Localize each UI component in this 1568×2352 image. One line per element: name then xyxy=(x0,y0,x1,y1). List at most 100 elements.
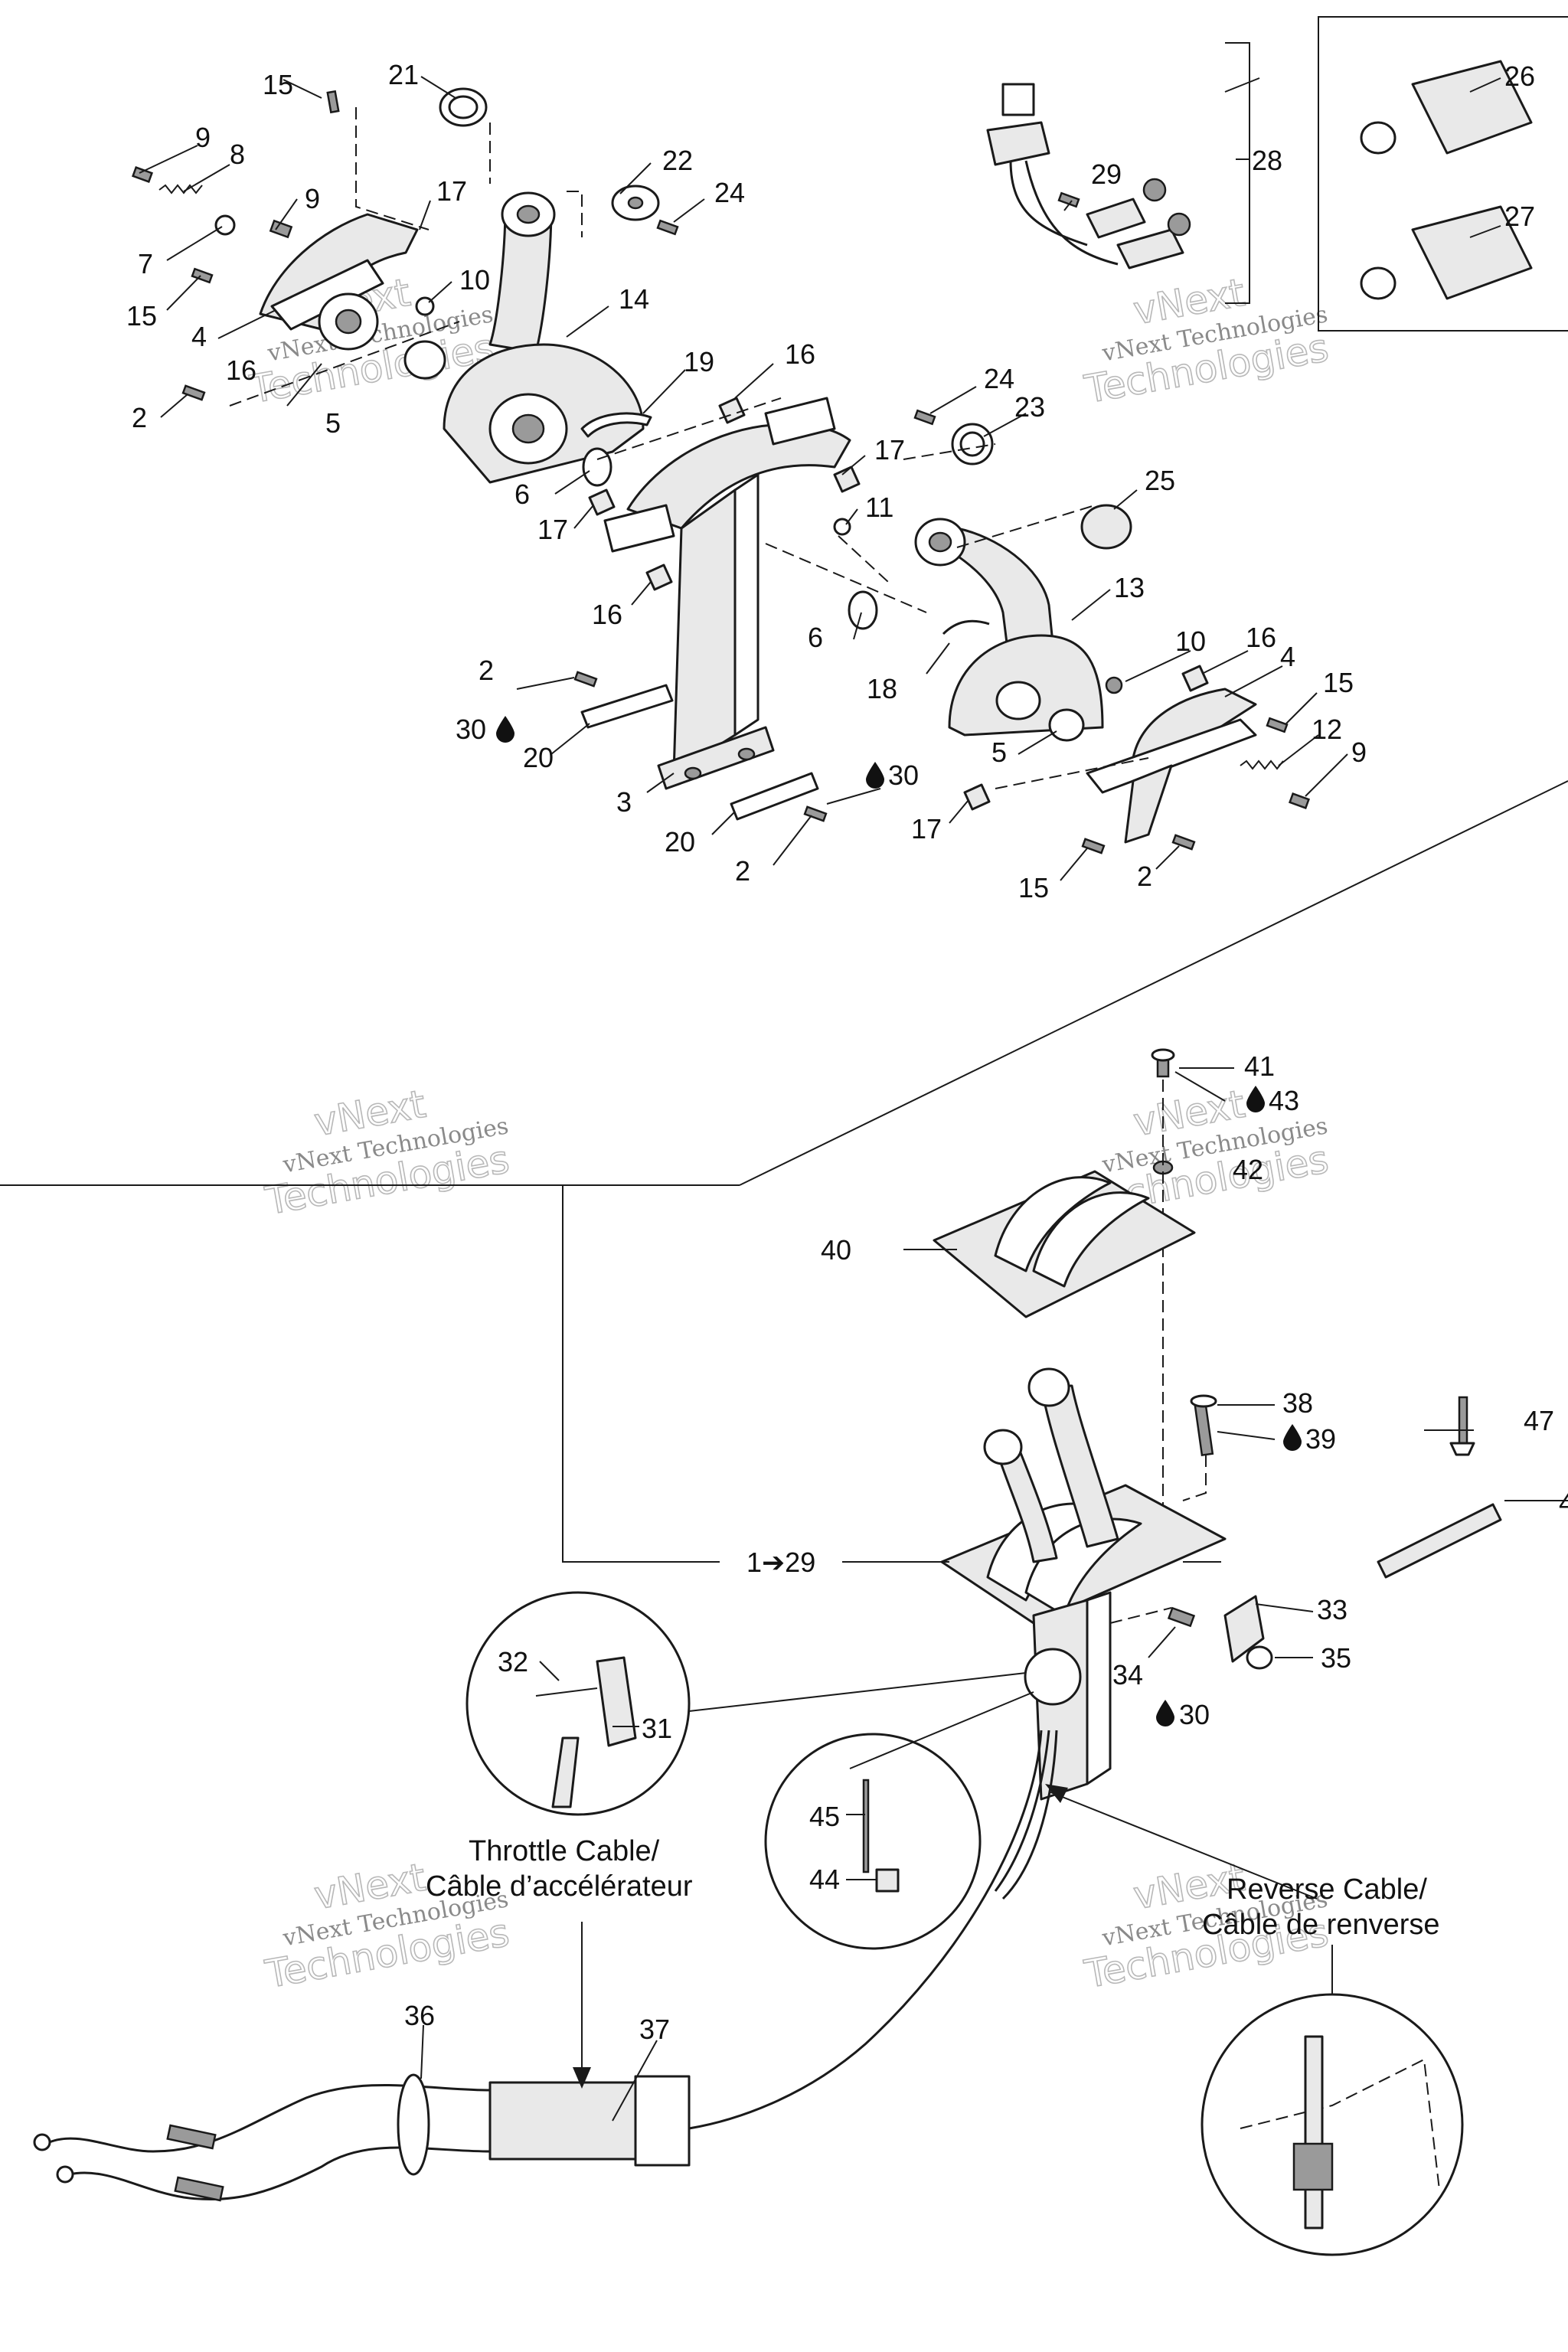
callout-4: 4 xyxy=(191,321,207,352)
callout-17: 17 xyxy=(537,514,568,545)
oil-drop-icon xyxy=(866,762,884,789)
pin-11 xyxy=(833,518,851,536)
callout-9: 9 xyxy=(1351,737,1367,768)
callout-10: 10 xyxy=(1175,626,1206,657)
lower-assembly-view xyxy=(33,1048,1502,2256)
callout-10: 10 xyxy=(459,264,490,296)
screw-9 xyxy=(132,165,153,184)
callout-32: 32 xyxy=(498,1646,528,1677)
callout-46-partial: 4 xyxy=(1559,1487,1568,1518)
spring-12 xyxy=(1240,760,1284,770)
spring-8 xyxy=(158,184,203,194)
bushing-5-right xyxy=(1048,708,1085,742)
callout-16: 16 xyxy=(592,599,622,630)
callout-3: 3 xyxy=(616,786,632,818)
clip-18 xyxy=(942,619,990,635)
throttle-cable-label-en: Throttle Cable/ xyxy=(469,1835,660,1867)
reverse-cable-run xyxy=(688,1730,1043,2130)
clip-17-right xyxy=(833,466,861,493)
callout-28: 28 xyxy=(1252,145,1282,176)
plug-26 xyxy=(1360,121,1396,155)
screw-24-top xyxy=(656,219,679,236)
cotter-pin-32 xyxy=(535,1687,598,1697)
switch-knob xyxy=(1001,83,1035,116)
cover-dome-b xyxy=(1032,1191,1150,1288)
housing-column-side xyxy=(733,473,760,737)
callout-16: 16 xyxy=(226,354,256,386)
cap-25 xyxy=(1080,504,1132,550)
callout-35: 35 xyxy=(1321,1642,1351,1674)
callout-5: 5 xyxy=(991,737,1007,768)
callout-16: 16 xyxy=(1246,622,1276,653)
screw-9b xyxy=(269,219,293,239)
clip-17-bottom xyxy=(963,783,991,811)
oil-drop-icon xyxy=(1156,1700,1174,1726)
clip-16-top xyxy=(718,397,746,424)
nut-35 xyxy=(1246,1645,1273,1670)
callout-45: 45 xyxy=(809,1801,840,1832)
cable-boot-37 xyxy=(488,2081,637,2161)
plate-20-left xyxy=(580,684,674,729)
arrow-down-icon xyxy=(573,2067,591,2089)
connector-26 xyxy=(1411,60,1533,155)
callout-9: 9 xyxy=(195,122,211,153)
upper-leader-lines xyxy=(139,76,1501,881)
screw-38 xyxy=(1193,1399,1214,1457)
callout-24: 24 xyxy=(714,177,745,208)
screw-24-right xyxy=(913,409,936,426)
bracket-1-29 xyxy=(562,1185,720,1563)
callout-2: 2 xyxy=(132,402,147,433)
housing-right-tab xyxy=(764,397,836,446)
arrow-left-icon xyxy=(1045,1784,1068,1803)
clip-16-mid xyxy=(645,564,673,591)
screw-15-bottom xyxy=(1081,838,1106,854)
callout-5: 5 xyxy=(325,407,341,439)
cable-clamp-36 xyxy=(397,2073,430,2176)
callout-6: 6 xyxy=(808,622,823,653)
callout-15: 15 xyxy=(1018,872,1049,903)
control-lever-b xyxy=(994,1446,1058,1563)
clip-bracket-31 xyxy=(596,1656,637,1747)
callout-33: 33 xyxy=(1317,1594,1348,1625)
callout-13: 13 xyxy=(1114,572,1145,603)
arm-46 xyxy=(1377,1503,1502,1579)
callout-47: 47 xyxy=(1524,1405,1554,1436)
housing-left-tab xyxy=(603,504,675,553)
throttle-cable-run-2 xyxy=(1001,1730,1058,1900)
callout-30-left: 30 xyxy=(456,714,514,745)
reverse-cable-label-fr: Câble de renverse xyxy=(1202,1909,1440,1941)
screw-9-right xyxy=(1289,792,1310,810)
screw-34 xyxy=(1167,1606,1196,1628)
svg-text:30: 30 xyxy=(1179,1699,1210,1730)
clip-19 xyxy=(580,412,652,438)
right-bracket-leg xyxy=(1124,764,1173,844)
callout-30-right: 30 xyxy=(866,760,919,791)
callout-20: 20 xyxy=(523,742,554,773)
callout-21: 21 xyxy=(388,59,419,90)
bracket-33 xyxy=(1223,1595,1265,1663)
lower-leader-lines xyxy=(420,1067,1568,2122)
callout-34: 34 xyxy=(1112,1659,1143,1690)
inset-box-26-27 xyxy=(1318,16,1568,332)
screw-15-right xyxy=(1266,717,1289,733)
callout-4: 4 xyxy=(1280,641,1295,672)
callout-14: 14 xyxy=(619,283,649,315)
screw-2-right xyxy=(1171,834,1196,851)
oil-drop-icon xyxy=(1283,1424,1302,1451)
hub-13 xyxy=(995,681,1041,720)
callout-15: 15 xyxy=(263,69,293,100)
bushing-6-right xyxy=(848,590,878,630)
oil-drop-icon xyxy=(1246,1086,1265,1112)
nut-29-b xyxy=(1167,212,1191,237)
callout-9: 9 xyxy=(305,183,320,214)
plate-20-right xyxy=(730,772,819,821)
detail-circle-44-45 xyxy=(764,1733,982,1950)
svg-text:30: 30 xyxy=(456,714,486,745)
clip-16-right xyxy=(1181,665,1209,692)
nut-29-a xyxy=(1142,178,1167,202)
right-side-bracket xyxy=(1086,718,1257,794)
bracket-28 xyxy=(1225,42,1250,304)
callout-40: 40 xyxy=(821,1234,851,1266)
